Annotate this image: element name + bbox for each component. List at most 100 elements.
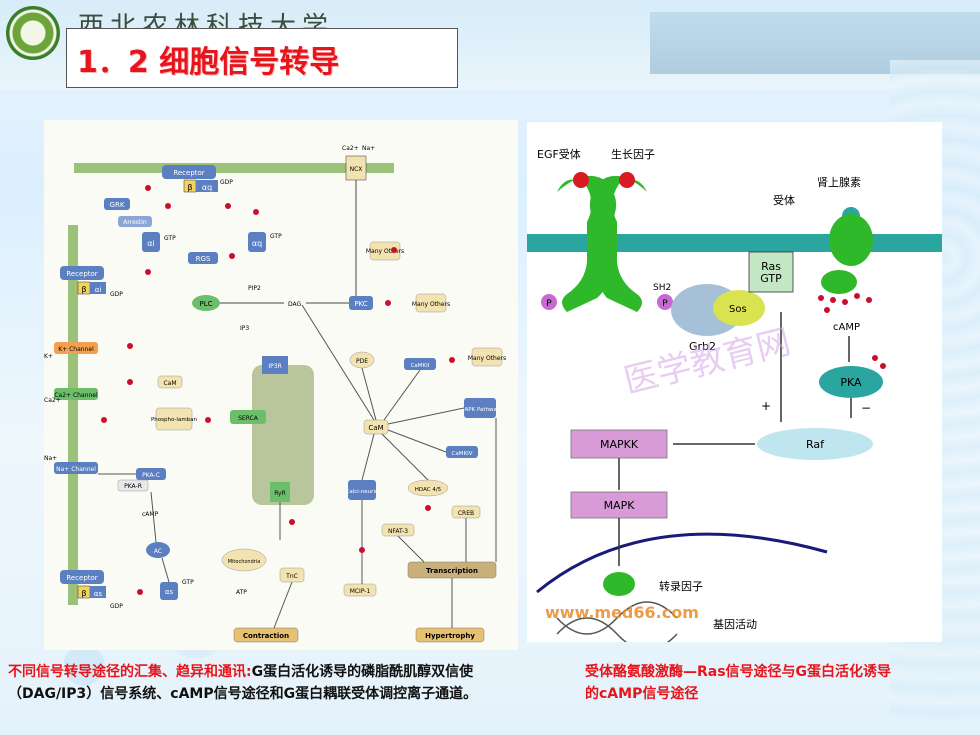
camkii-node: CaMKII bbox=[404, 358, 436, 370]
svg-text:P: P bbox=[662, 299, 668, 309]
svg-text:Receptor: Receptor bbox=[66, 574, 97, 582]
cam-hub-node: CaM bbox=[363, 419, 389, 435]
phospho-p-right: P bbox=[657, 294, 673, 310]
ip3-label: IP3 bbox=[240, 325, 249, 332]
alpha-s-bottom: αs bbox=[90, 586, 106, 598]
na-channel: Na+ Channel bbox=[54, 462, 98, 474]
svg-text:Na+ Channel: Na+ Channel bbox=[56, 466, 96, 473]
grb2-label: Grb2 bbox=[689, 340, 716, 353]
svg-text:αi: αi bbox=[95, 286, 102, 294]
atp-label: ATP bbox=[236, 589, 247, 596]
svg-text:Receptor: Receptor bbox=[173, 169, 204, 177]
mapk-label: MAPK bbox=[604, 499, 636, 512]
rgs-node: RGS bbox=[188, 252, 218, 264]
ca-label-channel: Ca2+ bbox=[44, 397, 61, 404]
plc-node: PLC bbox=[192, 295, 220, 311]
beta-left: β bbox=[77, 281, 91, 295]
many-others-1: Many Others bbox=[366, 241, 404, 261]
svg-text:PKA-R: PKA-R bbox=[124, 483, 142, 490]
ca-channel: Ca2+ Channel bbox=[54, 388, 98, 400]
svg-text:TnC: TnC bbox=[285, 573, 298, 580]
gdp-label-3: GDP bbox=[110, 603, 123, 610]
mapk-box bbox=[570, 491, 668, 519]
ncx-node: NCX bbox=[345, 155, 367, 181]
transcription-node: Transcription bbox=[407, 561, 497, 579]
mapkk-label: MAPKK bbox=[600, 438, 639, 451]
membrane-top bbox=[74, 163, 394, 173]
svg-text:CREB: CREB bbox=[458, 510, 474, 517]
pkc-node: PKC bbox=[349, 296, 373, 310]
tnc-node: TnC bbox=[279, 567, 305, 583]
na-label-ncx: Na+ bbox=[362, 145, 375, 152]
dna-helix-b bbox=[556, 601, 678, 635]
sos-protein bbox=[713, 290, 765, 326]
pde-node: PDE bbox=[349, 351, 375, 369]
svg-text:αq: αq bbox=[252, 239, 262, 248]
svg-text:NCX: NCX bbox=[350, 166, 363, 173]
adrenaline-label: 肾上腺素 bbox=[817, 175, 861, 189]
phospholamban-node: Phospho-lamban bbox=[151, 407, 198, 431]
hdac-node: HDAC 4/5 bbox=[407, 479, 449, 497]
raf-label: Raf bbox=[806, 438, 825, 451]
receptor-left: Receptor bbox=[60, 266, 104, 280]
url-watermark: www.med66.com bbox=[545, 603, 699, 622]
svg-text:Hypertrophy: Hypertrophy bbox=[425, 632, 475, 640]
gtp-label-1: GTP bbox=[164, 235, 176, 242]
svg-text:Many Others: Many Others bbox=[468, 355, 506, 362]
adrenaline-receptor bbox=[829, 214, 873, 266]
alpha-i-left: αi bbox=[90, 282, 106, 294]
ac-node: AC bbox=[146, 542, 170, 558]
svg-text:Mitochondria: Mitochondria bbox=[228, 559, 261, 565]
raf-kinase bbox=[757, 428, 873, 460]
egf-receptor-dimer bbox=[557, 175, 647, 312]
svg-text:PDE: PDE bbox=[356, 358, 368, 365]
growth-factor-ligand-1 bbox=[573, 172, 589, 188]
membrane-left bbox=[68, 225, 78, 605]
svg-text:Arrestin: Arrestin bbox=[123, 219, 147, 226]
pka-enzyme bbox=[819, 366, 883, 398]
receptor-bottom: Receptor bbox=[60, 570, 104, 584]
camp-label: cAMP bbox=[142, 511, 159, 518]
sarcoplasmic-reticulum bbox=[252, 365, 314, 505]
gdp-label-1: GDP bbox=[220, 179, 233, 186]
left-caption-highlight: 不同信号转导途径的汇集、趋异和通讯: bbox=[8, 664, 252, 680]
nuclear-membrane bbox=[536, 532, 828, 594]
transcription-factor-protein bbox=[603, 572, 635, 596]
arrestin-node: Arrestin bbox=[118, 216, 152, 227]
camp-dots bbox=[818, 293, 886, 369]
svg-text:β: β bbox=[81, 589, 86, 598]
beta-top: β bbox=[183, 179, 197, 193]
svg-text:β: β bbox=[81, 285, 86, 294]
svg-text:IP3R: IP3R bbox=[268, 363, 281, 370]
svg-text:Many Others: Many Others bbox=[366, 248, 404, 255]
svg-text:PKC: PKC bbox=[354, 300, 367, 308]
pka-c-node: PKA-C bbox=[136, 468, 166, 480]
svg-text:Ca2+ Channel: Ca2+ Channel bbox=[54, 392, 98, 399]
svg-text:CaM: CaM bbox=[368, 424, 383, 432]
alpha-s-node: αs bbox=[160, 582, 178, 600]
left-caption: 不同信号转导途径的汇集、趋异和通讯:G蛋白活化诱导的磷脂酰肌醇双信使（DAG/I… bbox=[8, 661, 513, 705]
serca-node: SERCA bbox=[230, 410, 266, 424]
contraction-node: Contraction bbox=[233, 627, 299, 643]
svg-text:Calci-neurin: Calci-neurin bbox=[346, 489, 379, 495]
svg-text:SERCA: SERCA bbox=[238, 415, 259, 422]
left-diagram-svg: Receptor β αq GDP GRK Arrestin αi GTP RG… bbox=[44, 145, 506, 643]
svg-text:RyR: RyR bbox=[274, 490, 286, 497]
svg-text:Phospho-lamban: Phospho-lamban bbox=[151, 417, 198, 423]
many-others-3: Many Others bbox=[468, 347, 506, 367]
g-protein bbox=[821, 270, 857, 294]
svg-text:MCIP-1: MCIP-1 bbox=[350, 588, 371, 595]
camkiv-node: CaMKIV bbox=[446, 446, 478, 458]
svg-text:RGS: RGS bbox=[196, 255, 211, 263]
svg-text:Transcription: Transcription bbox=[426, 567, 478, 575]
creb-node: CREB bbox=[451, 505, 481, 519]
university-logo bbox=[6, 6, 60, 60]
pka-label: PKA bbox=[840, 376, 862, 389]
svg-text:GRK: GRK bbox=[110, 201, 125, 209]
svg-text:K+ Channel: K+ Channel bbox=[58, 346, 94, 353]
mitochondria-node: Mitochondria bbox=[221, 548, 267, 572]
svg-text:HDAC 4/5: HDAC 4/5 bbox=[415, 487, 442, 493]
gdp-label-2: GDP bbox=[110, 291, 123, 298]
